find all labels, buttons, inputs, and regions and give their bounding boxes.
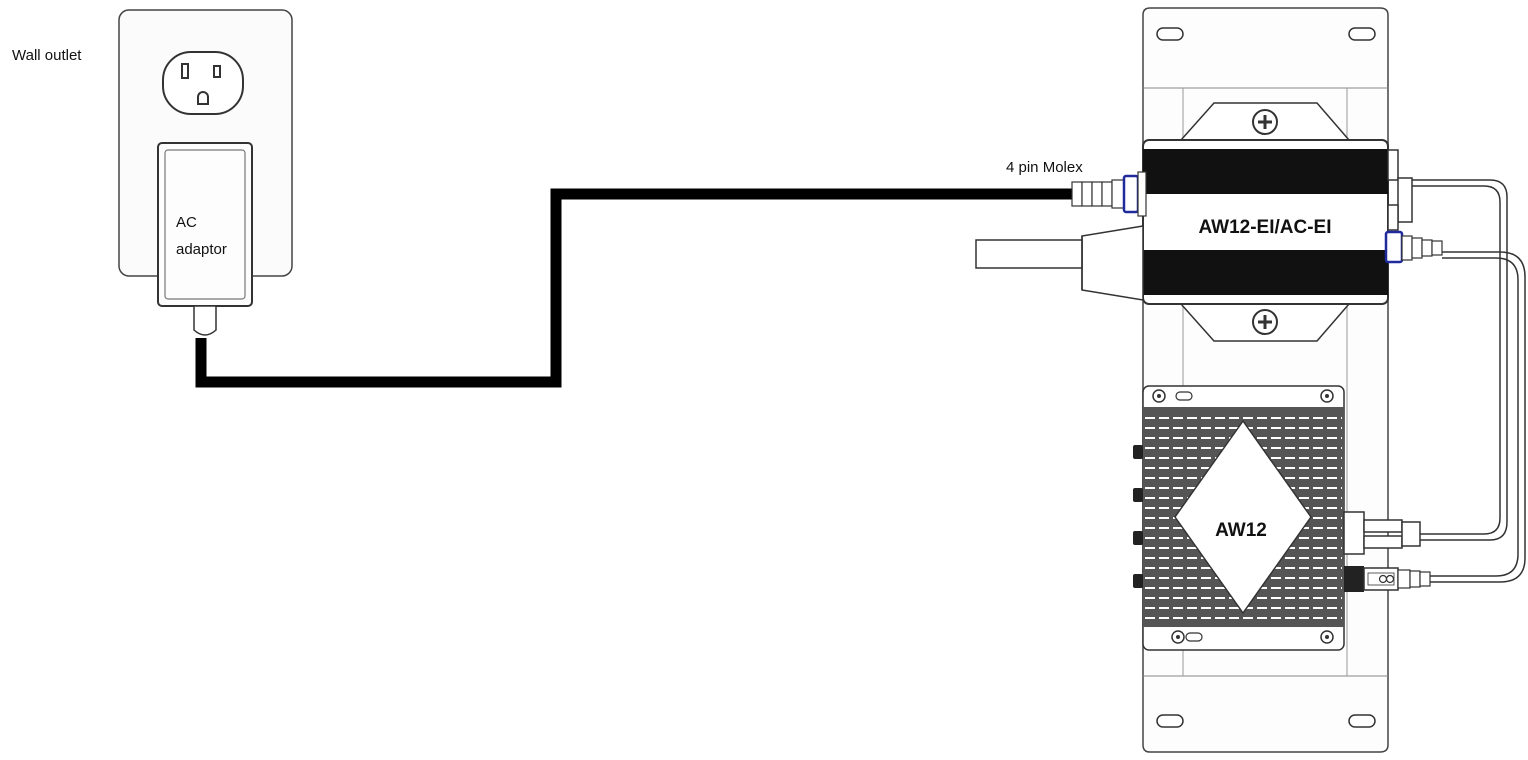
ac-adaptor-label-line1: AC (176, 214, 197, 231)
wall-outlet-label: Wall outlet (12, 47, 82, 64)
molex-label: 4 pin Molex (1006, 159, 1083, 176)
screw-icon (1152, 389, 1166, 403)
screw-icon (1252, 309, 1278, 335)
ei-unit (1142, 102, 1413, 342)
screw-icon (1252, 109, 1278, 135)
molex-connector (1071, 171, 1147, 217)
aw12-unit-label: AW12 (1215, 520, 1267, 541)
screw-icon (1171, 630, 1185, 644)
electrical-outlet-icon (162, 51, 244, 115)
ce-mark-icon (1367, 572, 1395, 586)
screw-icon (1320, 630, 1334, 644)
output-connector (1384, 230, 1443, 264)
ei-unit-label: AW12-EI/AC-EI (1198, 217, 1331, 238)
loop-cables (1412, 179, 1526, 583)
cable-gland (975, 225, 1144, 301)
power-cable (195, 188, 1072, 388)
ac-adaptor-label-line2: adaptor (176, 241, 227, 258)
power-adapter-icon (157, 142, 253, 336)
aw12-unit (1133, 385, 1431, 651)
screw-icon (1320, 389, 1334, 403)
